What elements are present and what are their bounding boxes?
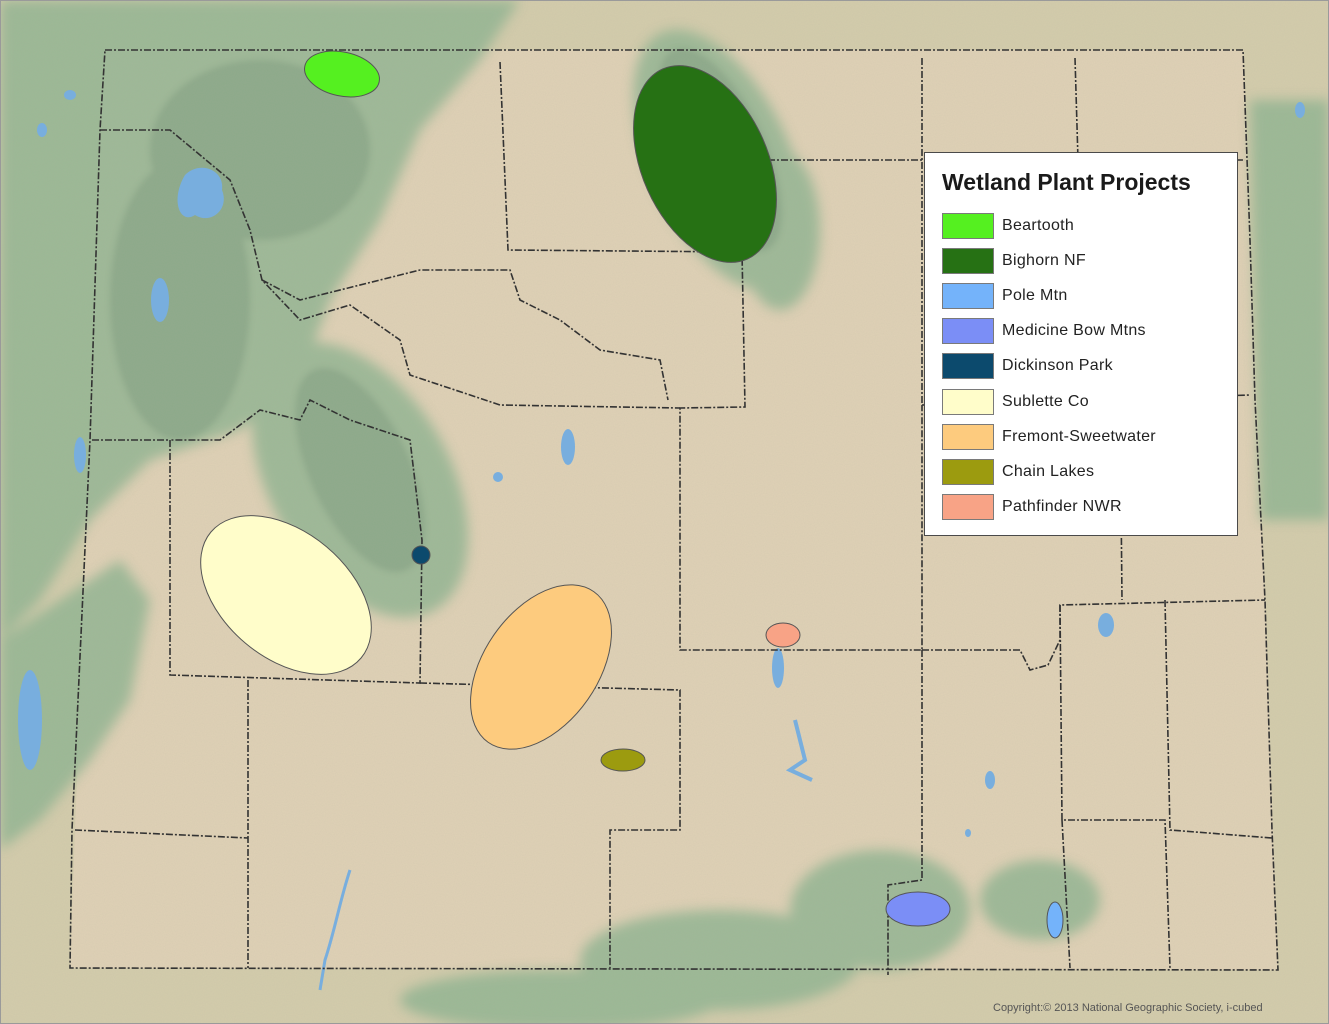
- legend-item: Bighorn NF: [942, 248, 1086, 275]
- project-medicine-bow-mtns[interactable]: [885, 891, 951, 927]
- legend-swatch: [942, 248, 994, 275]
- legend-swatch: [942, 388, 994, 415]
- legend-swatch: [942, 283, 994, 310]
- legend-label: Bighorn NF: [1002, 252, 1086, 270]
- legend-swatch: [942, 458, 994, 485]
- legend-item: Sublette Co: [942, 388, 1089, 415]
- legend-label: Fremont-Sweetwater: [1002, 427, 1156, 445]
- legend-swatch: [942, 213, 994, 239]
- project-beartooth[interactable]: [300, 45, 383, 104]
- legend-label: Sublette Co: [1002, 392, 1089, 410]
- legend-label: Pole Mtn: [1002, 287, 1068, 305]
- water-bodies: [18, 90, 1305, 991]
- legend-item: Chain Lakes: [942, 458, 1095, 485]
- project-dickinson-park[interactable]: [411, 545, 431, 565]
- project-pole-mtn[interactable]: [1046, 901, 1064, 939]
- project-chain-lakes[interactable]: [600, 748, 646, 772]
- legend-swatch: [942, 493, 994, 520]
- project-areas[interactable]: [170, 43, 1064, 939]
- legend-swatch: [942, 423, 994, 450]
- legend-swatch: [942, 318, 994, 345]
- legend-label: Chain Lakes: [1002, 462, 1095, 480]
- copyright-notice: Copyright:© 2013 National Geographic Soc…: [993, 1002, 1263, 1014]
- legend-item: Fremont-Sweetwater: [942, 423, 1156, 450]
- project-fremont-sweetwater[interactable]: [442, 559, 641, 775]
- legend-title: Wetland Plant Projects: [942, 169, 1191, 195]
- project-sublette-co[interactable]: [170, 484, 401, 707]
- legend-item: Dickinson Park: [942, 353, 1113, 380]
- legend-swatch: [942, 353, 994, 380]
- legend-item: Pole Mtn: [942, 283, 1068, 310]
- legend-label: Medicine Bow Mtns: [1002, 322, 1146, 340]
- legend-item: Beartooth: [942, 213, 1074, 239]
- legend-label: Pathfinder NWR: [1002, 497, 1122, 515]
- project-bighorn-nf[interactable]: [605, 43, 805, 284]
- legend-label: Dickinson Park: [1002, 357, 1113, 375]
- legend-item: Pathfinder NWR: [942, 493, 1122, 520]
- project-pathfinder-nwr[interactable]: [765, 622, 801, 648]
- legend-item: Medicine Bow Mtns: [942, 318, 1146, 345]
- legend-label: Beartooth: [1002, 217, 1075, 234]
